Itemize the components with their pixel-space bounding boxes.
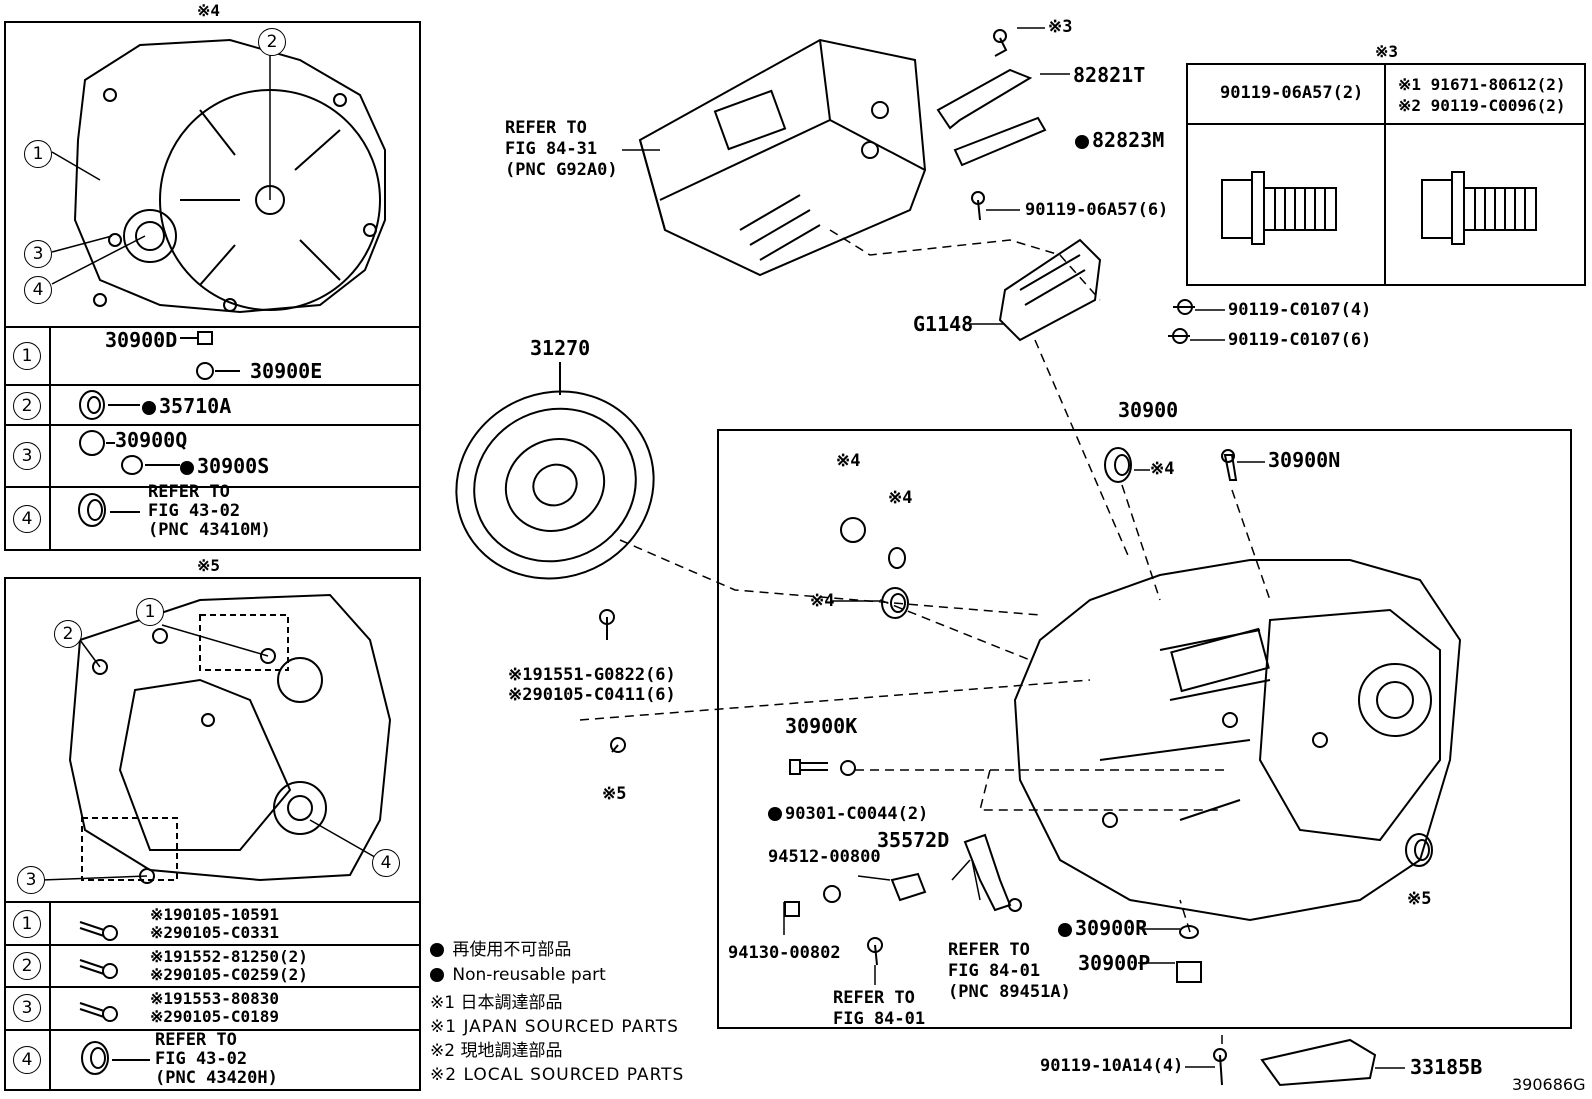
clutch-disc-drawing <box>455 362 655 580</box>
part-30900p: 30900P <box>1078 951 1151 975</box>
part-90119-c0107-4: 90119-C0107(4) <box>1228 300 1372 320</box>
panel-5-row-2-num: 2 <box>13 952 41 980</box>
panel-5-row-4-num: 4 <box>13 1046 41 1074</box>
part-30900: 30900 <box>1118 398 1179 422</box>
panel-5-row-3-num: 3 <box>13 994 41 1022</box>
part-30900s: 30900S <box>180 456 269 476</box>
part-90119-06a57-6: 90119-06A57(6) <box>1025 200 1169 220</box>
refer-8431-line-2: FIG 84-31 <box>505 139 598 159</box>
legend-local-jp: ※2 現地調達部品 <box>430 1041 563 1061</box>
panel-5-row-1-line-2: ※290105-C0331 <box>150 923 279 942</box>
legend-japan-jp: ※1 日本調達部品 <box>430 993 563 1013</box>
panel-4-housing-sketch <box>73 38 386 314</box>
panel-3-col2-line2: ※2 90119-C0096(2) <box>1398 96 1566 115</box>
refer-8401-b-line-1: REFER TO <box>948 940 1030 960</box>
panel-3-bolt-drawings <box>1221 171 1537 245</box>
panel-5-callout-1: 1 <box>136 598 164 626</box>
refer-8401-b-line-2: FIG 84-01 <box>948 961 1041 981</box>
panel-5-row-1-num: 1 <box>13 910 41 938</box>
part-30900e: 30900E <box>250 359 323 383</box>
legend-nonreusable: Non-reusable part <box>430 967 606 984</box>
legend-japan: ※1 JAPAN SOURCED PARTS <box>430 1017 679 1037</box>
panel-5-refer-line-1: REFER TO <box>155 1030 237 1050</box>
inverter-assembly-drawing <box>638 38 927 277</box>
legend-nonreusable-jp: 再使用不可部品 <box>430 942 571 959</box>
star5-mark-a: ※5 <box>602 784 627 804</box>
part-33185b: 33185B <box>1410 1055 1483 1079</box>
panel-4-row-3-num: 3 <box>13 442 41 470</box>
panel-5-row-3-line-1: ※191553-80830 <box>150 989 279 1008</box>
panel-4-callout-2: 2 <box>258 28 286 56</box>
bolt-japan-number: ※191551-G0822(6) <box>508 665 676 685</box>
star4-mark-a: ※4 <box>836 451 861 471</box>
part-35710a: 35710A <box>142 396 231 416</box>
part-35572d: 35572D <box>877 828 950 852</box>
legend-local: ※2 LOCAL SOURCED PARTS <box>430 1065 685 1085</box>
refer-8401-a-line-1: REFER TO <box>833 988 915 1008</box>
panel-4-row-1-num: 1 <box>13 342 41 370</box>
panel-3-col1-label: 90119-06A57(2) <box>1220 83 1364 103</box>
star4-mark-c: ※4 <box>888 488 913 508</box>
refer-8401-a-line-2: FIG 84-01 <box>833 1009 926 1029</box>
part-g1148: G1148 <box>913 312 974 336</box>
part-82821t: 82821T <box>1073 63 1146 87</box>
part-94512-00800: 94512-00800 <box>768 847 881 867</box>
part-90119-c0107-6: 90119-C0107(6) <box>1228 330 1372 350</box>
panel-5-title: ※5 <box>197 556 221 575</box>
panel-5-callout-3: 3 <box>17 866 45 894</box>
part-30900r: 30900R <box>1058 918 1147 938</box>
panel-5-housing-sketch <box>68 593 392 884</box>
panel-4-callout-1: 1 <box>24 140 52 168</box>
bolt-local-number: ※290105-C0411(6) <box>508 685 676 705</box>
part-30900k: 30900K <box>785 714 858 738</box>
figure-id: 390686G <box>1512 1075 1586 1094</box>
panel-4-callout-3: 3 <box>24 240 52 268</box>
part-90119-10a14: 90119-10A14(4) <box>1040 1056 1184 1076</box>
panel-5-refer-line-2: FIG 43-02 <box>155 1049 248 1069</box>
panel-5-frame <box>4 577 421 1091</box>
panel-4-refer-line-3: (PNC 43410M) <box>148 520 271 540</box>
part-31270: 31270 <box>530 336 591 360</box>
panel-5-row-2-line-2: ※290105-C0259(2) <box>150 965 308 984</box>
panel-4-frame <box>4 21 421 551</box>
transaxle-housing-drawing <box>784 447 1462 1087</box>
part-30900d: 30900D <box>105 328 178 352</box>
panel-5-refer-line-3: (PNC 43420H) <box>155 1068 278 1088</box>
part-90301-c0044: 90301-C0044(2) <box>768 806 928 823</box>
part-30900n: 30900N <box>1268 448 1341 472</box>
part-30900q: 30900Q <box>115 428 188 452</box>
panel-4-row-2-num: 2 <box>13 392 41 420</box>
panel-4-row-4-num: 4 <box>13 505 41 533</box>
star4-mark-d: ※4 <box>810 591 835 611</box>
panel-4-refer-line-2: FIG 43-02 <box>148 501 241 521</box>
panel-3-title: ※3 <box>1375 42 1399 61</box>
star4-mark-b: ※4 <box>1150 459 1175 479</box>
panel-5-callout-4: 4 <box>372 849 400 877</box>
panel-4-title: ※4 <box>197 1 221 20</box>
refer-8431-line-3: (PNC G92A0) <box>505 160 618 180</box>
panel-4-callout-4: 4 <box>24 276 52 304</box>
panel-5-callout-2: 2 <box>54 620 82 648</box>
panel-4-refer-line-1: REFER TO <box>148 482 230 502</box>
star5-mark-b: ※5 <box>1407 889 1432 909</box>
part-94130-00802: 94130-00802 <box>728 943 841 963</box>
refer-8431-line-1: REFER TO <box>505 118 587 138</box>
panel-5-row-2-line-1: ※191552-81250(2) <box>150 947 308 966</box>
panel-5-row-1-line-1: ※190105-10591 <box>150 905 279 924</box>
panel-3-col2-line1: ※1 91671-80612(2) <box>1398 75 1566 94</box>
part-82823m: 82823M <box>1075 130 1164 150</box>
refer-8401-b-line-3: (PNC 89451A) <box>948 982 1071 1002</box>
transaxle-box-frame <box>717 429 1572 1029</box>
panel-5-row-3-line-2: ※290105-C0189 <box>150 1007 279 1026</box>
star3-top-mark: ※3 <box>1048 17 1073 37</box>
